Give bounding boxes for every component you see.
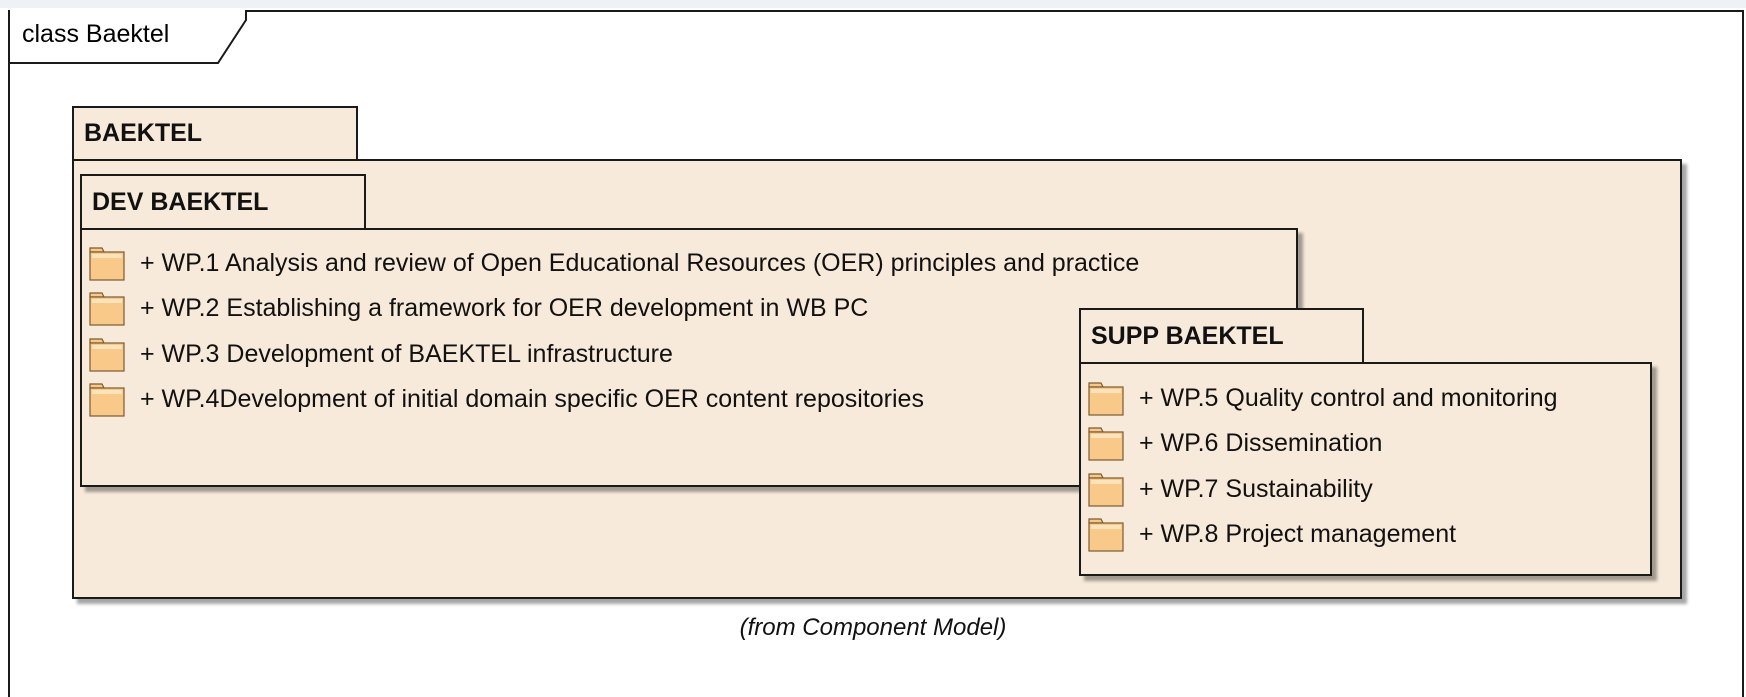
supp-item-wp8[interactable]: + WP.8 Project management [1087, 512, 1456, 556]
package-dev-baektel-name: DEV BAEKTEL [92, 187, 269, 216]
supp-item-wp6[interactable]: + WP.6 Dissemination [1087, 421, 1382, 465]
folder-icon [89, 292, 125, 326]
folder-icon [89, 383, 125, 417]
dev-item-wp2[interactable]: + WP.2 Establishing a framework for OER … [88, 286, 868, 330]
dev-item-wp3[interactable]: + WP.3 Development of BAEKTEL infrastruc… [88, 332, 673, 376]
top-strip [0, 0, 1746, 8]
supp-item-label: + WP.5 Quality control and monitoring [1139, 383, 1558, 412]
folder-icon [1088, 427, 1124, 461]
folder-icon [89, 338, 125, 372]
dev-item-label: + WP.1 Analysis and review of Open Educa… [140, 248, 1140, 277]
diagram-frame-tab: class Baektel [8, 10, 247, 64]
supp-item-wp7[interactable]: + WP.7 Sustainability [1087, 467, 1373, 511]
frame-tab-outline [8, 10, 247, 64]
package-supp-baektel-name: SUPP BAEKTEL [1091, 321, 1284, 350]
supp-item-wp5[interactable]: + WP.5 Quality control and monitoring [1087, 376, 1558, 420]
package-baektel-name: BAEKTEL [84, 119, 203, 147]
package-baektel-tab[interactable]: BAEKTEL [72, 106, 358, 161]
package-origin-caption: (from Component Model) [739, 614, 1007, 641]
dev-item-label: + WP.4Development of initial domain spec… [140, 384, 924, 413]
dev-item-wp4[interactable]: + WP.4Development of initial domain spec… [88, 377, 924, 421]
diagram-frame-title: class Baektel [22, 20, 170, 48]
folder-icon [1088, 473, 1124, 507]
folder-icon [89, 247, 125, 281]
dev-item-label: + WP.3 Development of BAEKTEL infrastruc… [140, 339, 673, 368]
folder-icon [1088, 518, 1124, 552]
package-dev-baektel-tab[interactable]: DEV BAEKTEL [80, 174, 366, 230]
package-supp-baektel-tab[interactable]: SUPP BAEKTEL [1079, 308, 1364, 364]
dev-item-wp1[interactable]: + WP.1 Analysis and review of Open Educa… [88, 241, 1139, 285]
package-supp-baektel[interactable] [1079, 362, 1652, 576]
supp-item-label: + WP.8 Project management [1139, 519, 1457, 548]
supp-item-label: + WP.7 Sustainability [1139, 474, 1373, 503]
folder-icon [1088, 382, 1124, 416]
supp-item-label: + WP.6 Dissemination [1139, 428, 1383, 457]
dev-item-label: + WP.2 Establishing a framework for OER … [140, 293, 869, 322]
